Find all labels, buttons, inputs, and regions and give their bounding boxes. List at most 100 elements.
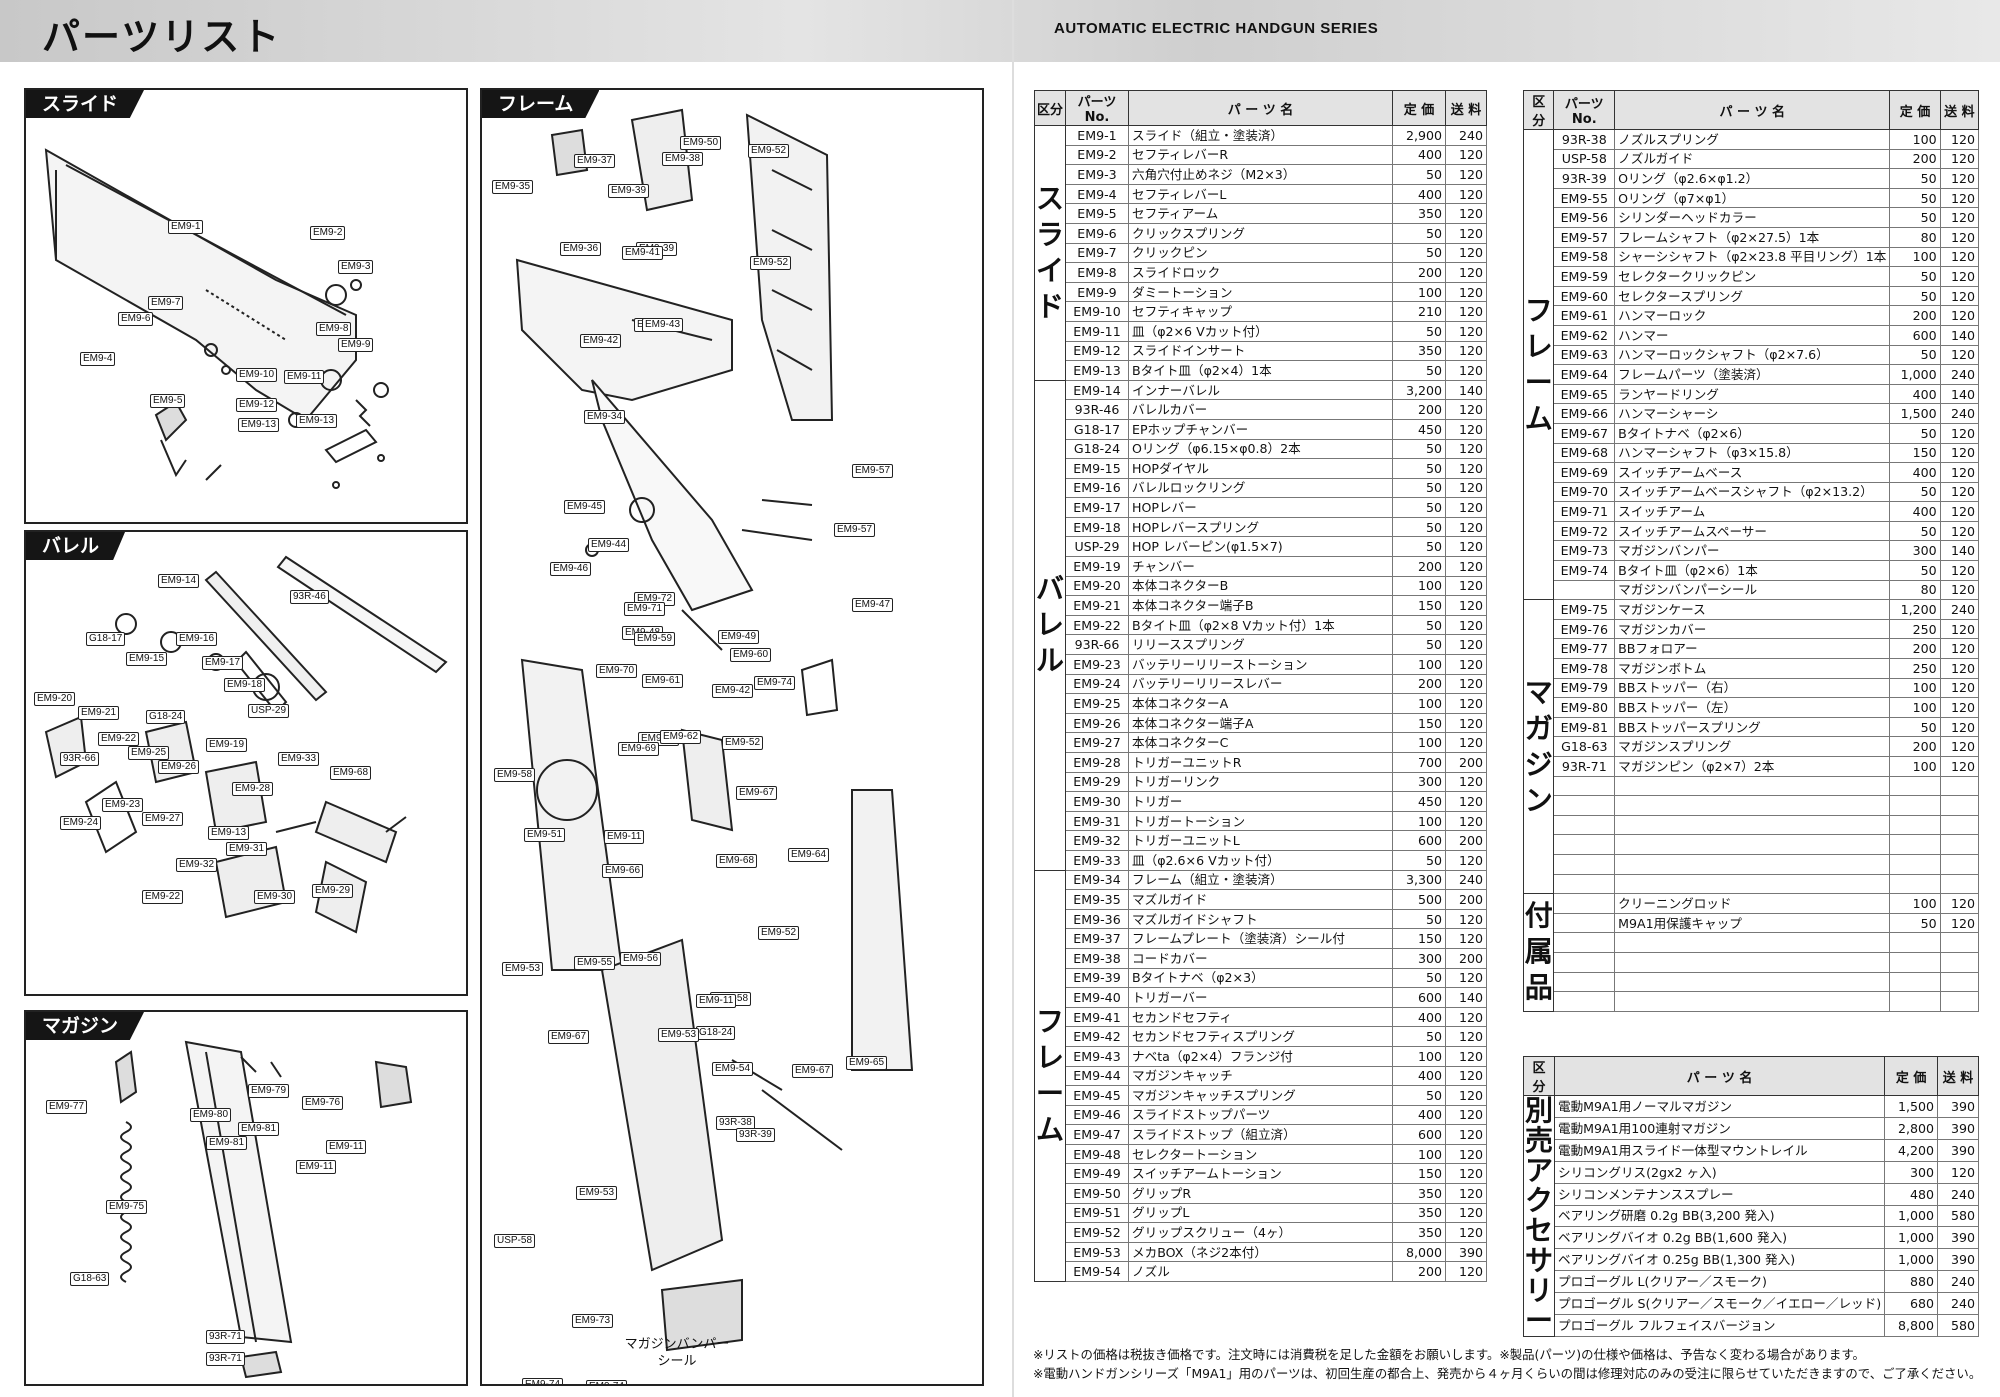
cell-ship: 120 bbox=[1939, 560, 1980, 581]
part-callout: EM9-38 bbox=[662, 152, 704, 166]
part-callout: EM9-76 bbox=[302, 1096, 344, 1110]
cell-name: インナーバレル bbox=[1128, 379, 1393, 401]
cell-ship: 120 bbox=[1445, 281, 1487, 303]
cell-ship: 200 bbox=[1445, 889, 1487, 910]
cell-price: 50 bbox=[1392, 497, 1446, 518]
cell-price: 1,500 bbox=[1884, 1095, 1939, 1118]
cell-no: EM9-47 bbox=[1065, 1124, 1129, 1145]
column-header-name: パ ー ツ 名 bbox=[1614, 90, 1891, 130]
cell-no: EM9-46 bbox=[1065, 1104, 1129, 1126]
cell-name: スライドインサート bbox=[1128, 340, 1393, 362]
cell-ship: 120 bbox=[1445, 673, 1487, 695]
cell-ship: 390 bbox=[1937, 1138, 1979, 1162]
cell-ship: 120 bbox=[1445, 693, 1487, 714]
cell-price: 50 bbox=[1392, 516, 1446, 538]
cell-no: 93R-46 bbox=[1065, 399, 1129, 420]
cell-no: EM9-45 bbox=[1065, 1085, 1129, 1106]
part-callout: EM9-68 bbox=[716, 854, 758, 868]
part-callout: EM9-22 bbox=[98, 732, 140, 746]
cell-name: HOPダイヤル bbox=[1128, 458, 1393, 479]
cell-ship: 120 bbox=[1445, 1026, 1487, 1047]
column-header-group: 区分 bbox=[1034, 90, 1066, 126]
cell-price: 1,000 bbox=[1884, 1248, 1939, 1272]
part-callout: EM9-11 bbox=[296, 1160, 337, 1174]
cell-no: EM9-12 bbox=[1065, 340, 1129, 362]
cell-name: Oリング（φ7×φ1） bbox=[1614, 187, 1891, 209]
cell-price: 50 bbox=[1392, 458, 1446, 479]
panel-title-barrel: バレル bbox=[26, 532, 126, 560]
cell-no: EM9-27 bbox=[1065, 732, 1129, 753]
cell-price: 50 bbox=[1889, 344, 1941, 366]
cell-ship: 240 bbox=[1445, 869, 1487, 891]
cell-ship: 120 bbox=[1445, 164, 1487, 185]
cell-name: バレルロックリング bbox=[1128, 477, 1393, 499]
part-callout: EM9-36 bbox=[560, 242, 602, 256]
cell-name: ハンマーシャーシ bbox=[1614, 403, 1891, 424]
cell-name: トリガー bbox=[1128, 791, 1393, 812]
cell-no: EM9-16 bbox=[1065, 477, 1129, 499]
cell-price: 100 bbox=[1889, 893, 1941, 914]
part-callout: EM9-56 bbox=[620, 952, 662, 966]
cell-name: スイッチアーム bbox=[1614, 501, 1891, 522]
cell-ship: 120 bbox=[1445, 1124, 1487, 1145]
cell-no: EM9-44 bbox=[1065, 1065, 1129, 1087]
cell-price: 200 bbox=[1889, 638, 1941, 660]
cell-no: EM9-26 bbox=[1065, 712, 1129, 734]
cell-price bbox=[1889, 932, 1941, 953]
cell-name bbox=[1614, 971, 1891, 993]
part-callout: EM9-31 bbox=[226, 842, 268, 856]
cell-ship bbox=[1939, 834, 1980, 855]
table-row bbox=[1524, 873, 1980, 895]
cell-name: スライドストップ（組立済） bbox=[1128, 1124, 1393, 1145]
table-row bbox=[1524, 853, 1980, 875]
cell-ship: 580 bbox=[1937, 1314, 1979, 1337]
cell-price: 450 bbox=[1392, 791, 1446, 812]
cell-price: 1,500 bbox=[1889, 403, 1941, 424]
cell-price: 50 bbox=[1392, 536, 1446, 558]
cell-name: ランヤードリング bbox=[1614, 383, 1891, 405]
part-callout: EM9-70 bbox=[596, 664, 638, 678]
group-label: 別売アクセサリー bbox=[1523, 1095, 1555, 1337]
part-callout: EM9-81 bbox=[238, 1122, 280, 1136]
cell-name: セフティレバーR bbox=[1128, 144, 1393, 166]
cell-price: 100 bbox=[1392, 693, 1446, 714]
cell-ship: 120 bbox=[1939, 129, 1980, 150]
header-bar bbox=[0, 0, 2000, 62]
frame-diagram-drawing bbox=[515, 108, 914, 1352]
cell-price: 500 bbox=[1392, 889, 1446, 910]
part-callout: EM9-60 bbox=[730, 648, 772, 662]
cell-name: Bタイト皿（φ2×6）1本 bbox=[1614, 560, 1891, 581]
column-header-price: 定 価 bbox=[1392, 90, 1446, 126]
part-callout: EM9-34 bbox=[584, 410, 626, 424]
cell-ship: 120 bbox=[1445, 203, 1487, 224]
cell-name: クリックピン bbox=[1128, 242, 1393, 264]
column-header-no: パーツNo. bbox=[1553, 90, 1616, 130]
cell-price: 100 bbox=[1889, 129, 1941, 150]
cell-ship bbox=[1939, 795, 1980, 816]
cell-ship: 120 bbox=[1445, 360, 1487, 381]
cell-ship: 120 bbox=[1445, 1104, 1487, 1126]
cell-no: EM9-58 bbox=[1553, 246, 1616, 268]
part-callout: EM9-2 bbox=[310, 226, 346, 240]
